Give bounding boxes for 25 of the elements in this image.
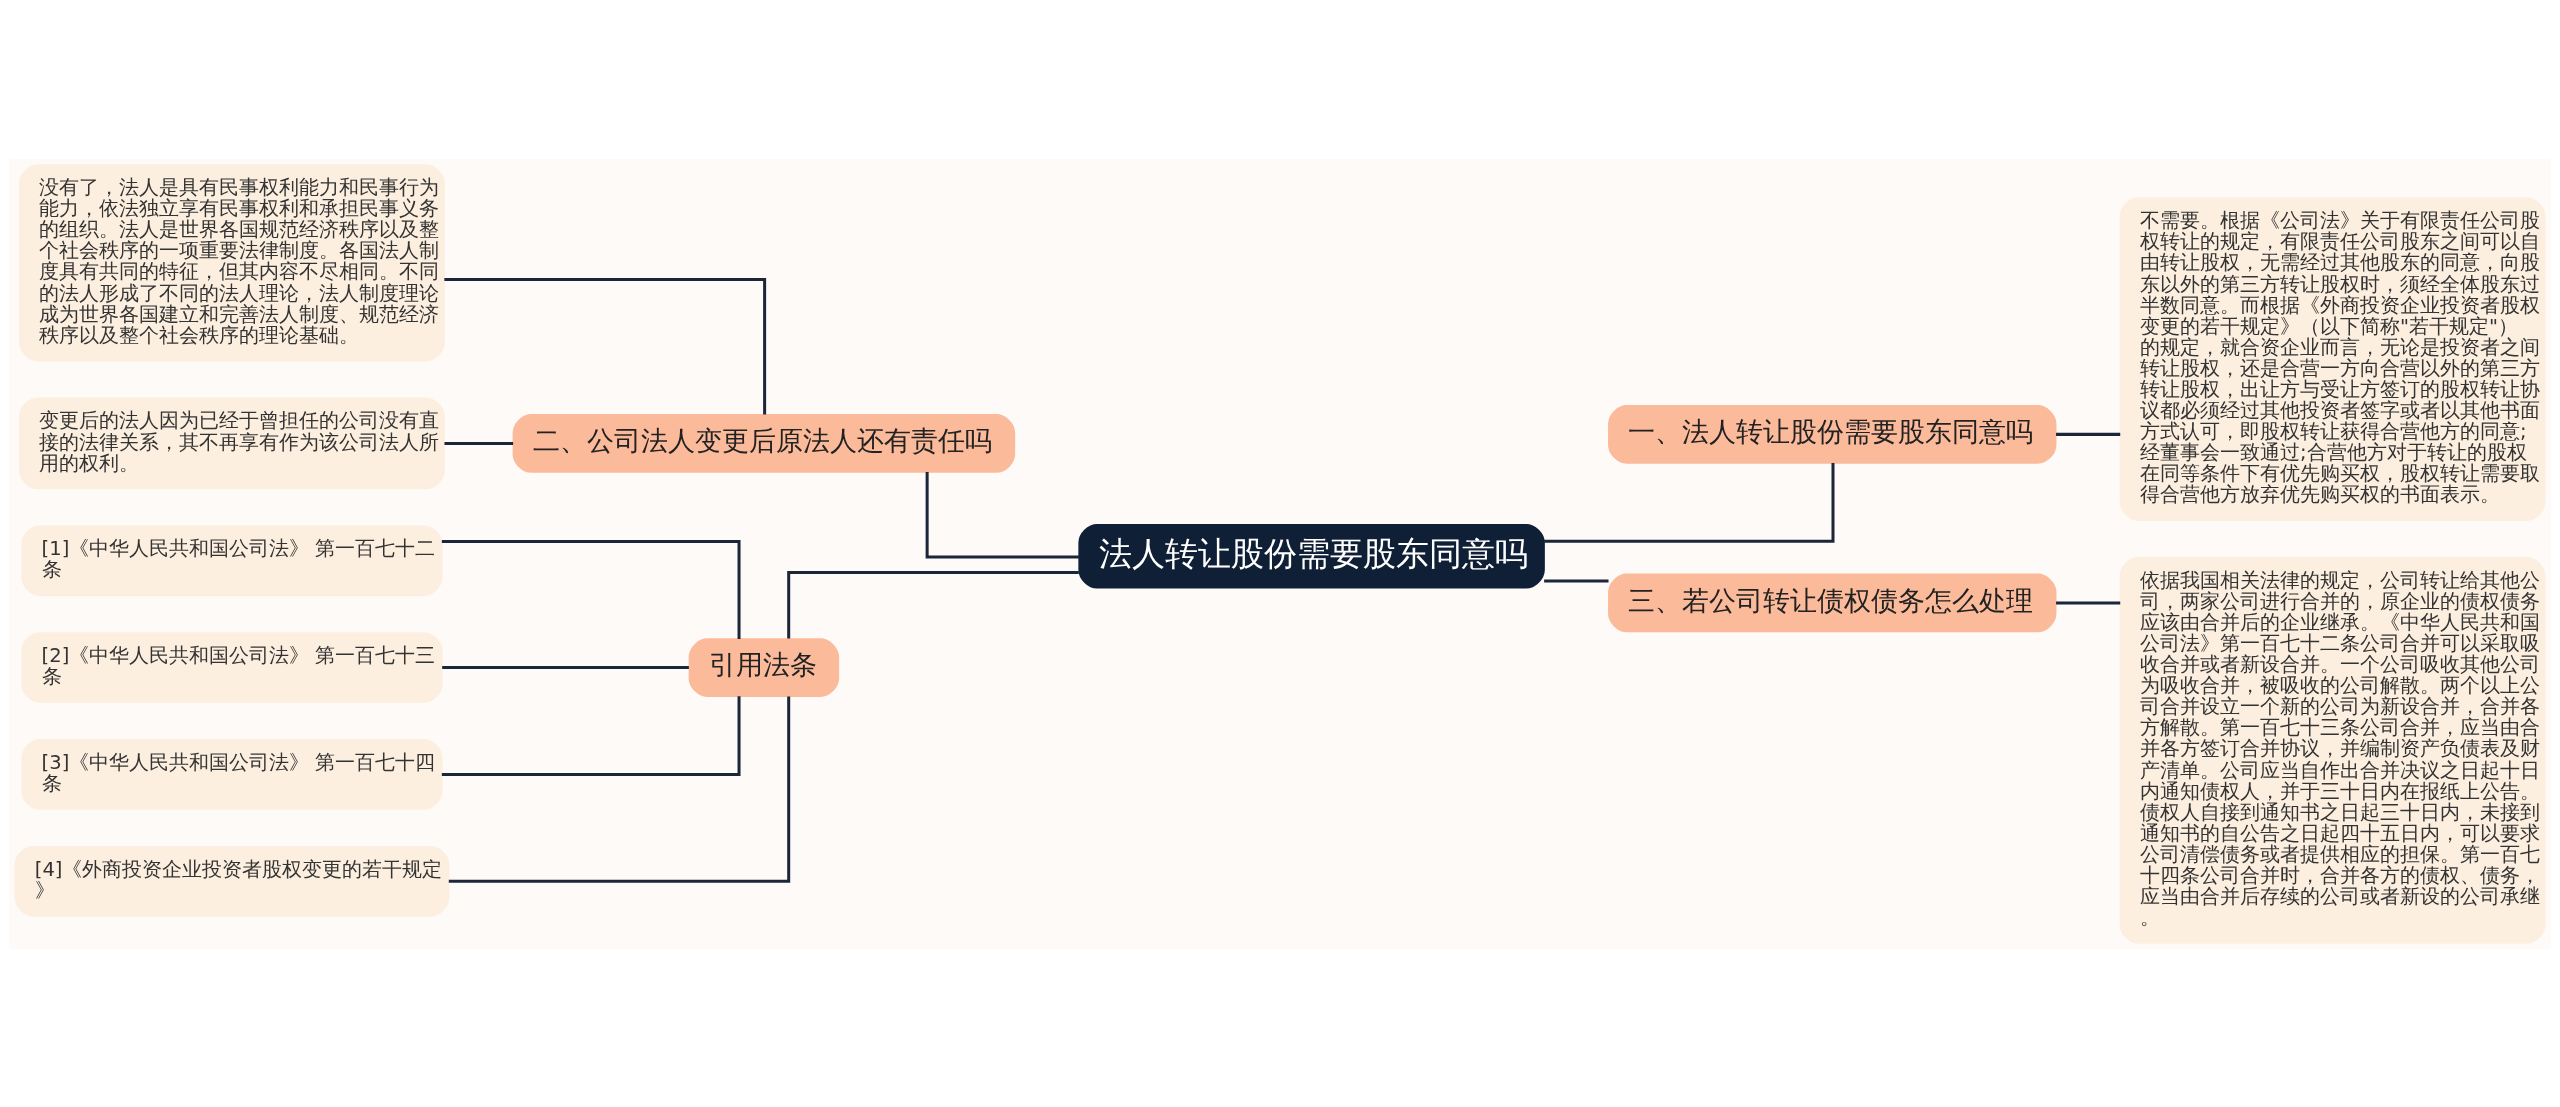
connector (2056, 432, 2121, 436)
connector (448, 695, 791, 883)
connector (441, 695, 741, 776)
node-box: 三、若公司转让债权债务怎么处理 (1608, 573, 2057, 632)
node-box: [3]《中华人民共和国公司法》 第一百七十四条 (21, 738, 443, 810)
node-box: [1]《中华人民共和国公司法》 第一百七十二条 (21, 524, 443, 596)
node-box: [4]《外商投资企业投资者股权变更的若干规定》 (14, 845, 450, 917)
connector (441, 539, 741, 639)
node-box: 不需要。根据《公司法》关于有限责任公司股权转让的规定，有限责任公司股东之间可以自由转让股权，无需经过其他股东的同意，向股东以外的第三方转让股权时，须经全体股东过半数同意。而根据《外商投资企业投资者股权变更的若干规定》（以下简称"若干规定"）的规定，就合资企业而言，无论是投资者之间转让股权，还是合营一方向合营以外的第三方转让股权，出让方与受让方签订的股权转让协议都必须经过其他投资者签字或者以其他书面方式认可，即股权转让获得合营他方的同意;经董事会一致通过;合营他方对于转让的股权在同等条件下有优先购买权，股权转让需要取得合营他方放弃优先购买权的书面表示。 (2119, 196, 2546, 521)
connector (444, 441, 514, 445)
node-box: 没有了，法人是具有民事权利能力和民事行为能力，依法独立享有民事权利和承担民事义务的组织。法人是世界各国规范经济秩序以及整个社会秩序的一项重要法律制度。各国法人制度具有共同的特征，但其内容不尽相同。不同的法人形成了不同的法人理论，法人制度理论成为世界各国建立和完善法人制度、规范经济秩序以及整个社会秩序的理论基础。 (19, 163, 445, 361)
connector (442, 665, 689, 669)
node-box: 依据我国相关法律的规定，公司转让给其他公司，两家公司进行合并的，原企业的债权债务应该由合并后的企业继承。《中华人民共和国公司法》第一百七十二条公司合并可以采取吸收合并或者新设合并。一个公司吸收其他公司为吸收合并，被吸收的公司解散。两个以上公司合并设立一个新的公司为新设合并，合并各方解散。第一百七十三条公司合并，应当由合并各方签订合并协议，并编制资产负债表及财产清单。公司应当自作出合并决议之日起十日内通知债权人，并于三十日内在报纸上公告。债权人自接到通知书之日起三十日内，未接到通知书的自公告之日起四十五日内，可以要求公司清偿债务或者提供相应的担保。第一百七十四条公司合并时，合并各方的债权、债务，应当由合并后存续的公司或者新设的公司承继。 (2119, 556, 2546, 944)
connector (444, 277, 767, 414)
node-box: 变更后的法人因为已经于曾担任的公司没有直接的法律关系，其不再享有作为该公司法人所用的权利。 (19, 397, 445, 489)
node-box: 法人转让股份需要股东同意吗 (1078, 523, 1545, 589)
connector (925, 471, 1080, 558)
node-box: [2]《中华人民共和国公司法》 第一百七十三条 (21, 631, 443, 703)
connector (787, 570, 1079, 639)
node-box: 一、法人转让股份需要股东同意吗 (1608, 404, 2057, 464)
connector (2056, 600, 2121, 604)
connector (1544, 579, 1609, 583)
connector (1544, 462, 1835, 543)
node-box: 引用法条 (688, 637, 840, 697)
node-box: 二、公司法人变更后原法人还有责任吗 (512, 413, 1016, 473)
